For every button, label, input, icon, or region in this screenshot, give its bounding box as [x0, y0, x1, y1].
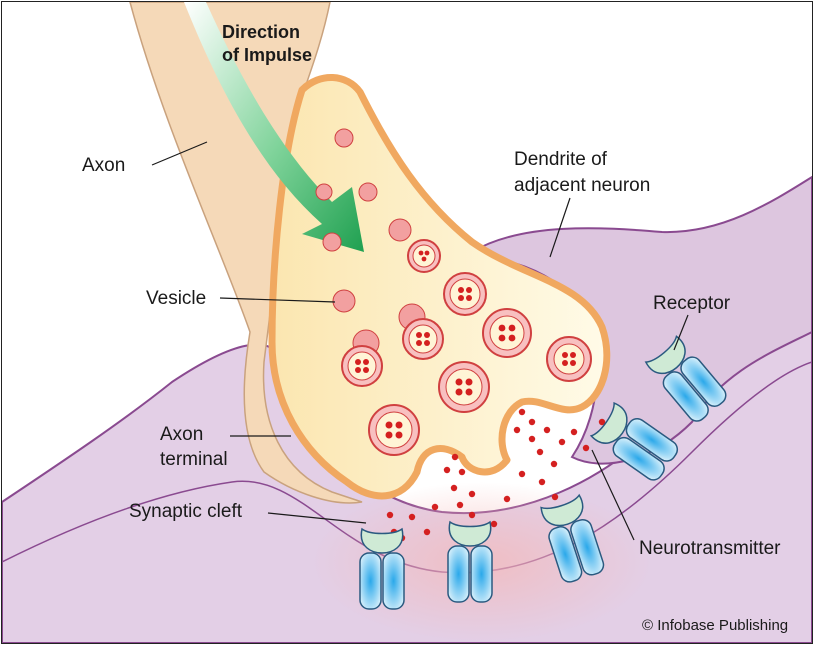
vesicle	[403, 319, 443, 359]
vesicle	[439, 362, 489, 412]
vesicle	[342, 346, 382, 386]
vesicle	[444, 273, 486, 315]
label-synaptic-cleft: Synaptic cleft	[129, 500, 242, 524]
label-axon-terminal-line2: terminal	[160, 448, 228, 472]
label-dendrite-line2: adjacent neuron	[514, 174, 650, 198]
label-axon: Axon	[82, 154, 125, 178]
impulse-title-line2: of Impulse	[222, 44, 312, 66]
vesicle	[408, 240, 440, 272]
label-vesicle: Vesicle	[146, 287, 206, 311]
vesicle	[369, 405, 419, 455]
label-axon-terminal-line1: Axon	[160, 423, 203, 447]
vesicle	[483, 309, 531, 357]
label-dendrite-line1: Dendrite of	[514, 148, 607, 172]
axon-terminal-shape	[272, 77, 607, 495]
label-receptor: Receptor	[653, 292, 730, 316]
impulse-title-line1: Direction	[222, 21, 300, 43]
label-neurotransmitter: Neurotransmitter	[639, 537, 781, 561]
vesicle	[547, 337, 591, 381]
credit-text: © Infobase Publishing	[642, 614, 788, 638]
